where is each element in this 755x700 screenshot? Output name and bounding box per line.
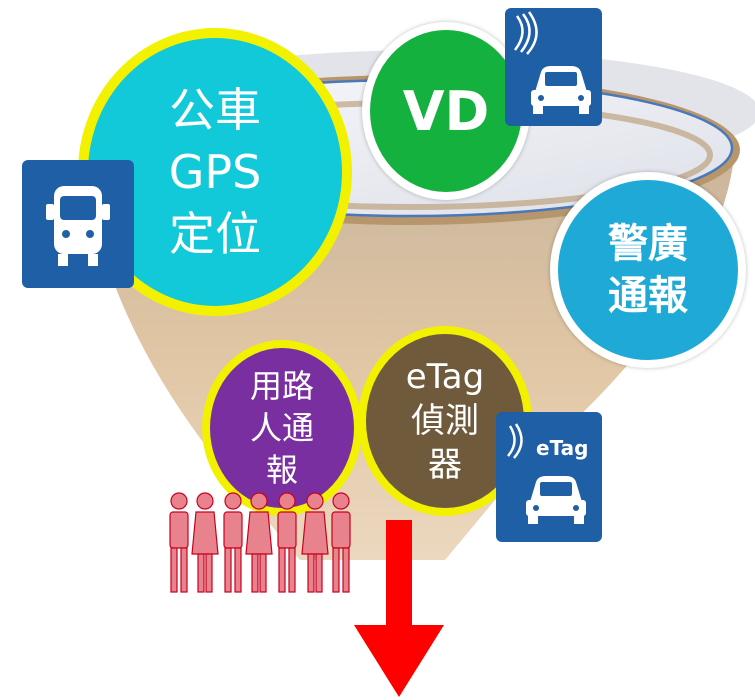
police-line1: 警廣	[608, 221, 688, 267]
people-icon	[169, 492, 351, 593]
person-figure	[191, 492, 219, 593]
person-figure	[223, 492, 243, 593]
person-figure	[245, 492, 273, 593]
vd-car-sign	[505, 8, 602, 126]
police-radio-bubble: 警廣 通報	[550, 172, 746, 368]
bus-gps-line3: 定位	[169, 207, 261, 261]
bus-icon	[46, 186, 110, 266]
road-user-line2: 人通	[249, 409, 314, 447]
road-user-line3: 報	[265, 451, 298, 489]
person-figure	[277, 492, 297, 593]
person-figure	[331, 492, 351, 593]
etag-sign: eTag	[496, 412, 602, 542]
etag-line1: eTag	[405, 357, 485, 397]
etag-car-icon	[507, 423, 586, 524]
road-user-line1: 用路	[249, 367, 314, 405]
bus-sign	[22, 160, 134, 288]
bus-gps-line1: 公車	[169, 83, 261, 137]
vd-bubble: VD	[362, 22, 530, 200]
police-line2: 通報	[608, 273, 688, 319]
person-figure	[301, 492, 329, 593]
arrow-down-icon	[354, 520, 444, 697]
person-figure	[169, 492, 189, 593]
vd-label: VD	[402, 79, 490, 143]
etag-sign-label: eTag	[536, 436, 589, 460]
etag-line3: 器	[428, 445, 462, 485]
car-icon	[513, 11, 591, 114]
etag-line2: 偵測	[411, 401, 479, 441]
bus-gps-line2: GPS	[168, 145, 262, 199]
